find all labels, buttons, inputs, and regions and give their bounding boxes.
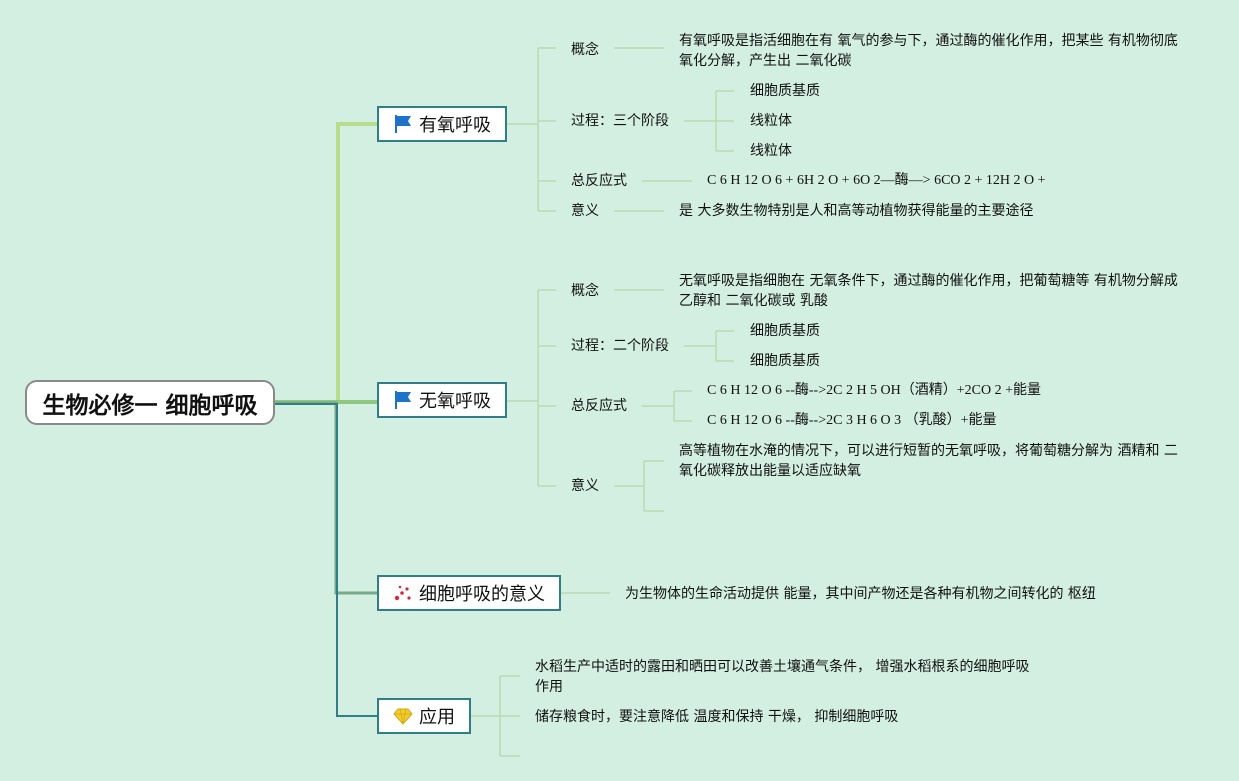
root-topic[interactable]: 生物必修一 细胞呼吸 [25,380,275,425]
topic-respiration-significance[interactable]: 细胞呼吸的意义 [377,575,561,611]
anaerobic-meaning-text[interactable]: 高等植物在水淹的情况下，可以进行短暂的无氧呼吸，将葡萄糖分解为 酒精和 二氧化碳… [679,443,1178,479]
topic-anaerobic-respiration[interactable]: 无氧呼吸 [377,382,507,418]
aerobic-meaning-label[interactable]: 意义 [571,203,599,219]
anaerobic-equation-alcohol[interactable]: C 6 H 12 O 6 --酶-->2C 2 H 5 OH（酒精）+2CO 2… [707,383,1042,398]
anaerobic-stage-1[interactable]: 细胞质基质 [750,323,820,339]
connector-aerobic [275,122,377,404]
anaerobic-equation-lactic[interactable]: C 6 H 12 O 6 --酶-->2C 3 H 6 O 3 （乳酸）+能量 [707,413,997,428]
topic-label: 应用 [419,707,455,728]
topic-application[interactable]: 应用 [377,698,471,734]
topic-label: 有氧呼吸 [419,115,491,136]
aerobic-stage-2[interactable]: 线粒体 [750,113,792,129]
aerobic-equation[interactable]: C 6 H 12 O 6 + 6H 2 O + 6O 2—酶—> 6CO 2 +… [707,173,1046,188]
aerobic-stage-1[interactable]: 细胞质基质 [750,83,820,99]
anaerobic-concept-label[interactable]: 概念 [571,283,599,299]
topic-aerobic-respiration[interactable]: 有氧呼吸 [377,106,507,142]
anaerobic-concept-text[interactable]: 无氧呼吸是指细胞在 无氧条件下，通过酶的催化作用，把葡萄糖等 有机物分解成 乙醇… [679,273,1178,309]
sparkle-icon [393,583,413,603]
flag-icon [393,390,413,410]
aerobic-concept-label[interactable]: 概念 [571,42,599,58]
aerobic-process-label[interactable]: 过程：三个阶段 [571,113,669,129]
anaerobic-process-label[interactable]: 过程：二个阶段 [571,338,669,354]
application-item-2[interactable]: 储存粮食时，要注意降低 温度和保持 干燥， 抑制细胞呼吸 [535,709,899,725]
significance-text[interactable]: 为生物体的生命活动提供 能量，其中间产物还是各种有机物之间转化的 枢纽 [625,586,1096,602]
aerobic-concept-text[interactable]: 有氧呼吸是指活细胞在有 氧气的参与下，通过酶的催化作用，把某些 有机物彻底氧化分… [679,33,1178,69]
topic-label: 无氧呼吸 [419,391,491,412]
connector-application [275,403,377,717]
anaerobic-meaning-label[interactable]: 意义 [571,478,599,494]
application-item-1[interactable]: 水稻生产中适时的露田和晒田可以改善土壤通气条件， 增强水稻根系的细胞呼吸作用 [535,659,1030,695]
diamond-icon [393,706,413,726]
anaerobic-stage-2[interactable]: 细胞质基质 [750,353,820,369]
connector-significance [275,401,377,595]
aerobic-equation-label[interactable]: 总反应式 [571,173,627,189]
aerobic-meaning-text[interactable]: 是 大多数生物特别是人和高等动植物获得能量的主要途径 [679,203,1034,219]
flag-icon [393,114,413,134]
topic-label: 细胞呼吸的意义 [419,584,545,605]
anaerobic-equation-label[interactable]: 总反应式 [571,398,627,414]
aerobic-stage-3[interactable]: 线粒体 [750,143,792,159]
